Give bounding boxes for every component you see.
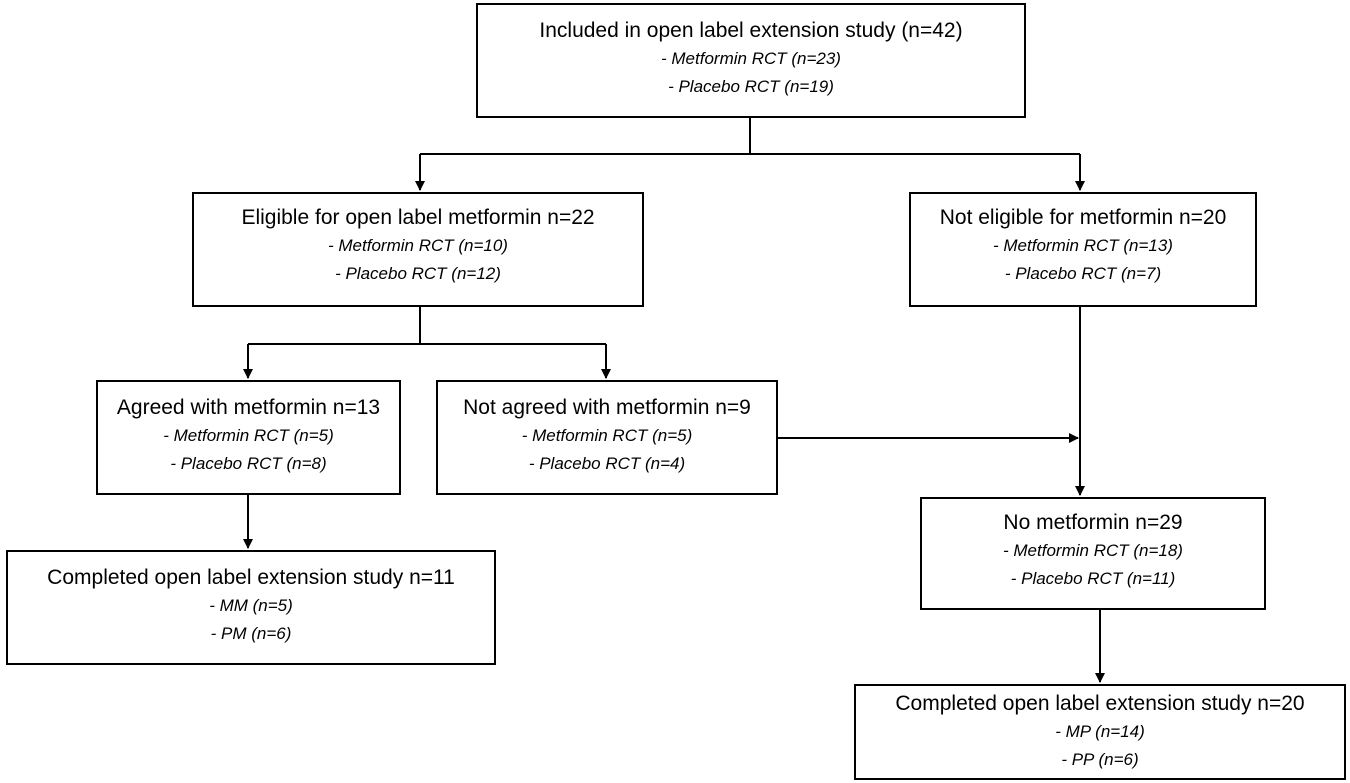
box-not-agreed-metformin: Not agreed with metformin n=9 - Metformi…	[436, 380, 778, 495]
box-subline: - Metformin RCT (n=5)	[163, 426, 334, 445]
box-title: Not eligible for metformin n=20	[939, 206, 1227, 229]
box-subline: - Placebo RCT (n=19)	[668, 77, 834, 96]
box-subline: - MP (n=14)	[1055, 722, 1145, 741]
box-eligible-metformin: Eligible for open label metformin n=22 -…	[192, 192, 644, 307]
box-title: Completed open label extension study n=2…	[895, 692, 1305, 715]
box-subline: - Placebo RCT (n=8)	[170, 454, 327, 473]
box-subline: - Metformin RCT (n=13)	[993, 236, 1173, 255]
box-title: Included in open label extension study (…	[539, 19, 963, 42]
box-subline: - Placebo RCT (n=12)	[335, 264, 501, 283]
box-subline: - Metformin RCT (n=10)	[328, 236, 508, 255]
box-subline: - Placebo RCT (n=7)	[1004, 264, 1162, 283]
box-subline: - Placebo RCT (n=4)	[528, 454, 686, 473]
box-agreed-metformin: Agreed with metformin n=13 - Metformin R…	[96, 380, 401, 495]
box-subline: - PP (n=6)	[1061, 750, 1139, 769]
box-subline: - Metformin RCT (n=5)	[521, 426, 693, 445]
box-subline: - Metformin RCT (n=23)	[661, 49, 841, 68]
box-title: Completed open label extension study n=1…	[47, 566, 455, 589]
box-not-eligible-metformin: Not eligible for metformin n=20 - Metfor…	[909, 192, 1257, 307]
box-subline: - MM (n=5)	[209, 596, 293, 615]
box-title: No metformin n=29	[1003, 511, 1183, 534]
box-subline: - PM (n=6)	[210, 624, 292, 643]
box-subline: - Placebo RCT (n=11)	[1010, 569, 1176, 588]
box-completed-no-metformin-group: Completed open label extension study n=2…	[854, 684, 1346, 780]
box-completed-metformin-group: Completed open label extension study n=1…	[6, 550, 496, 665]
box-subline: - Metformin RCT (n=18)	[1003, 541, 1183, 560]
box-title: Not agreed with metformin n=9	[463, 396, 751, 419]
box-included-extension-study: Included in open label extension study (…	[476, 3, 1026, 118]
box-no-metformin: No metformin n=29 - Metformin RCT (n=18)…	[920, 497, 1266, 610]
box-title: Agreed with metformin n=13	[116, 396, 381, 419]
box-title: Eligible for open label metformin n=22	[241, 206, 595, 229]
